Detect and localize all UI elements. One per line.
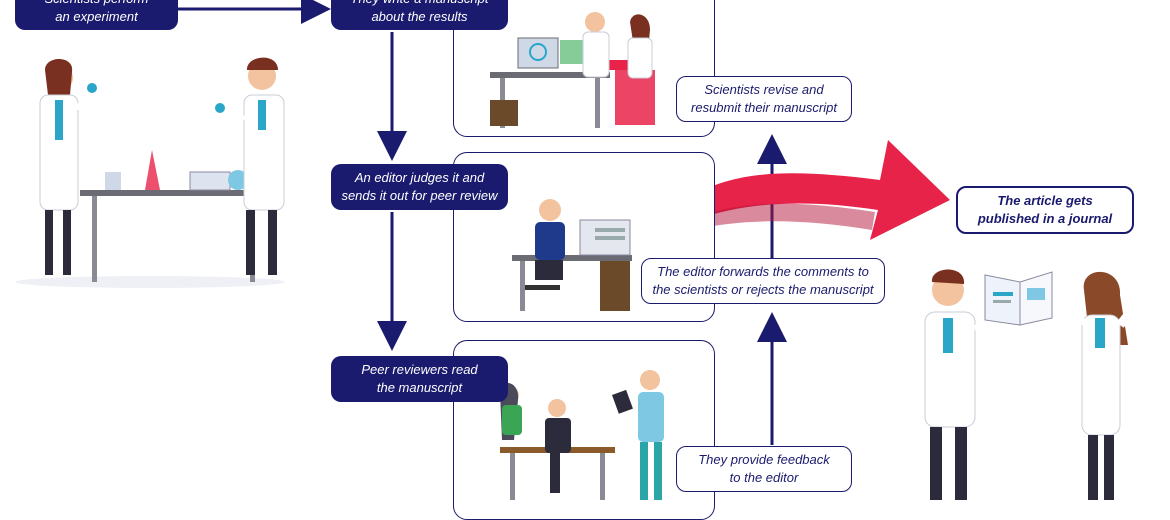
step-feedback-line-2: to the editor: [729, 470, 799, 485]
step-editor-line-2: sends it out for peer review: [341, 188, 498, 203]
step-forward-line-2: the scientists or rejects the manuscript: [652, 282, 874, 297]
step-reviewers-label: Peer reviewers read the manuscript: [331, 356, 508, 402]
peer-review-diagram: Scientists perform an experiment They wr…: [15, 0, 1164, 520]
step-editor-line-1: An editor judges it and: [354, 170, 485, 185]
step-manuscript-line-1: They write a manuscript: [331, 0, 508, 8]
writing-scientists-illustration: [490, 12, 655, 128]
step-published-label: The article gets published in a journal: [956, 186, 1134, 234]
publish-arrow: [640, 140, 950, 250]
step-feedback-line-1: They provide feedback: [698, 452, 830, 467]
step-forward-label: The editor forwards the comments to the …: [641, 258, 885, 304]
step-revise-line-2: resubmit their manuscript: [691, 100, 837, 115]
step-reviewers-line-2: the manuscript: [376, 380, 463, 395]
celebrating-scientists-illustration: [924, 263, 1164, 500]
step-experiment-label: Scientists perform an experiment: [15, 0, 178, 30]
step-reviewers-line-1: Peer reviewers read: [361, 362, 478, 377]
step-experiment-line-1: Scientists perform: [15, 0, 178, 8]
step-published-line-2: published in a journal: [977, 211, 1113, 226]
step-experiment-line-2: an experiment: [55, 9, 138, 24]
panel-reviewers: [453, 340, 715, 520]
connector-layer: [178, 0, 950, 445]
step-manuscript-line-2: about the results: [371, 9, 468, 24]
publish-arrow-shadow: [640, 203, 875, 250]
illustration-layer: [15, 12, 1164, 500]
reviewers-illustration: [500, 370, 664, 500]
step-feedback-label: They provide feedback to the editor: [676, 446, 852, 492]
step-editor-label: An editor judges it and sends it out for…: [331, 164, 508, 210]
step-forward-line-1: The editor forwards the comments to: [657, 264, 869, 279]
editor-illustration: [512, 199, 632, 311]
lab-scientists-illustration: [15, 57, 285, 288]
step-revise-line-1: Scientists revise and: [704, 82, 824, 97]
step-revise-label: Scientists revise and resubmit their man…: [676, 76, 852, 122]
step-published-line-1: The article gets: [997, 193, 1093, 208]
step-manuscript-label: They write a manuscript about the result…: [331, 0, 508, 30]
